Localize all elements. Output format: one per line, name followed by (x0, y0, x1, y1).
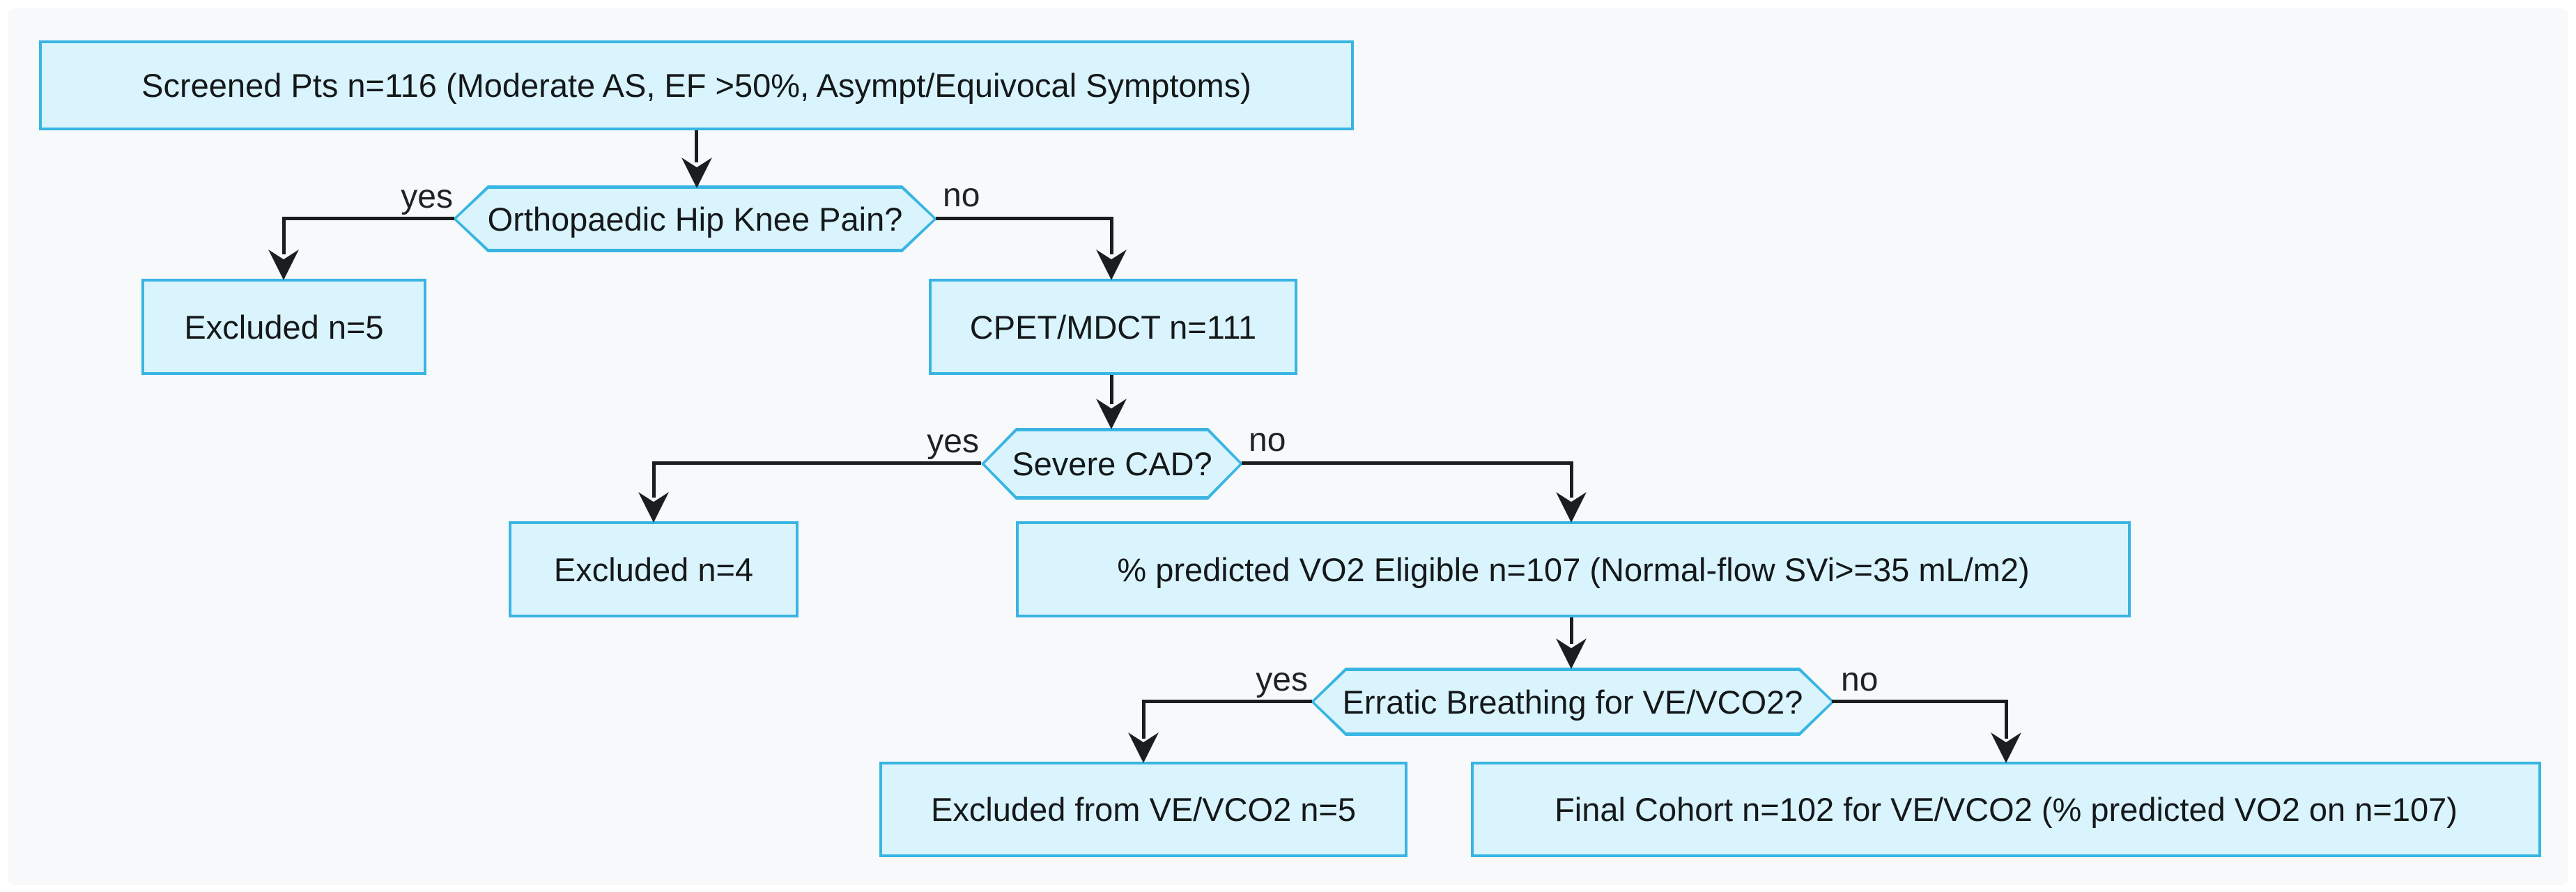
edge-cad-yes-hline (652, 461, 981, 465)
node-excluded-cad: Excluded n=4 (509, 521, 799, 617)
node-cpet-mdct-label: CPET/MDCT n=111 (969, 308, 1257, 346)
node-cpet-mdct: CPET/MDCT n=111 (929, 279, 1297, 375)
node-excluded-hip: Excluded n=5 (141, 279, 426, 375)
edge-cad-no-vline (1570, 461, 1573, 498)
edge-label-yes-3: yes (1256, 661, 1308, 698)
node-final-cohort: Final Cohort n=102 for VE/VCO2 (% predic… (1471, 762, 2541, 857)
decision-erratic-breathing-label: Erratic Breathing for VE/VCO2? (1342, 683, 1803, 721)
node-final-cohort-label: Final Cohort n=102 for VE/VCO2 (% predic… (1555, 791, 2458, 828)
edge-label-no-2: no (1249, 422, 1286, 459)
node-excluded-cad-label: Excluded n=4 (553, 551, 754, 588)
decision-hip-knee-pain-label: Orthopaedic Hip Knee Pain? (487, 200, 903, 238)
node-screened-pts: Screened Pts n=116 (Moderate AS, EF >50%… (39, 40, 1354, 130)
edge-hippain-no-hline (936, 217, 1113, 220)
edge-hippain-yes-hline (282, 217, 454, 220)
hexagon-fill (1314, 671, 1831, 732)
edge-screened-to-hippain-line (695, 130, 698, 162)
edge-erratic-yes-hline (1142, 700, 1312, 703)
edge-erratic-yes-vline (1142, 700, 1146, 739)
diagram-canvas: Screened Pts n=116 (Moderate AS, EF >50%… (8, 8, 2568, 885)
hexagon-fill (985, 431, 1240, 496)
node-excluded-vevco2-label: Excluded from VE/VCO2 n=5 (931, 791, 1356, 828)
decision-severe-cad-label: Severe CAD? (1012, 445, 1212, 482)
edge-hippain-no-vline (1110, 217, 1113, 254)
decision-severe-cad: Severe CAD? (981, 428, 1243, 500)
edge-label-no-1: no (943, 177, 980, 214)
node-excluded-hip-label: Excluded n=5 (184, 308, 384, 346)
edge-hippain-yes-vline (282, 217, 286, 254)
edge-erratic-no-hline (1832, 700, 2008, 703)
node-excluded-vevco2: Excluded from VE/VCO2 n=5 (879, 762, 1407, 857)
decision-erratic-breathing: Erratic Breathing for VE/VCO2? (1311, 668, 1835, 736)
node-vo2-eligible: % predicted VO2 Eligible n=107 (Normal-f… (1016, 521, 2131, 617)
edge-label-no-3: no (1841, 661, 1879, 698)
node-screened-pts-label: Screened Pts n=116 (Moderate AS, EF >50%… (141, 67, 1251, 104)
node-vo2-eligible-label: % predicted VO2 Eligible n=107 (Normal-f… (1117, 551, 2030, 588)
edge-vo2-to-erratic-line (1570, 617, 1573, 644)
edge-label-yes-1: yes (401, 178, 453, 215)
decision-hip-knee-pain: Orthopaedic Hip Knee Pain? (453, 185, 937, 252)
edge-cpet-to-cad-line (1110, 375, 1113, 404)
edge-label-yes-2: yes (927, 423, 979, 460)
edge-erratic-no-vline (2005, 700, 2008, 739)
edge-cad-no-hline (1242, 461, 1573, 465)
hexagon-fill (456, 189, 934, 249)
edge-cad-yes-vline (652, 461, 656, 498)
